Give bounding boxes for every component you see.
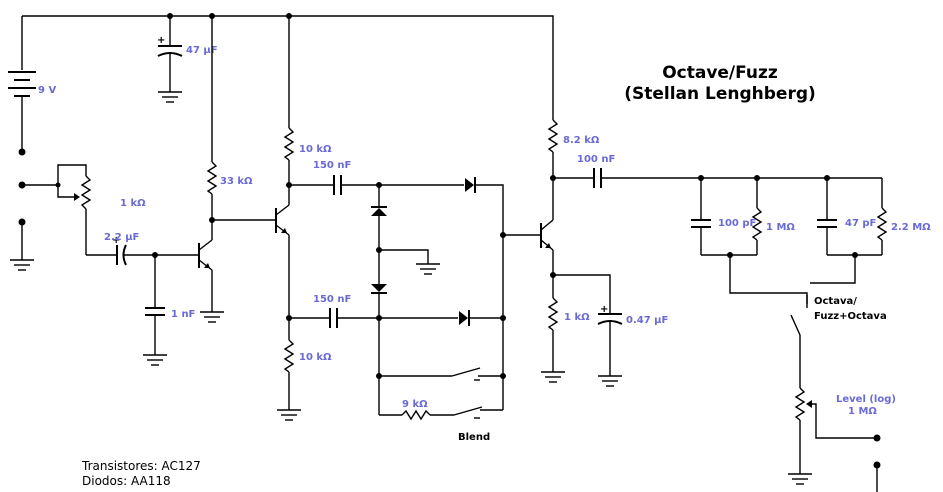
transistor-q2: [212, 185, 290, 318]
filter-1: 100 pF 1 MΩ: [691, 178, 795, 258]
resistor-1m-label: 1 MΩ: [766, 222, 795, 233]
resistor-33k: 33 kΩ: [206, 16, 253, 223]
cap-2-2uf-label: 2.2 µF: [104, 232, 139, 243]
resistor-8-2k-label: 8.2 kΩ: [563, 135, 600, 146]
schematic-author: (Stellan Lenghberg): [624, 84, 816, 104]
resistor-33k-label: 33 kΩ: [220, 176, 253, 187]
svg-text:+: +: [157, 35, 165, 46]
diode-upper: [465, 177, 504, 410]
cap-2-2uf: + 2.2 µF: [104, 232, 158, 266]
resistor-10k-top-label: 10 kΩ: [299, 144, 332, 155]
resistor-10k-bottom-label: 10 kΩ: [299, 352, 332, 363]
cap-150nf-lower: 150 nF: [289, 294, 458, 328]
emitter-network: 1 kΩ + 0.47 µF: [541, 272, 668, 387]
transistor-note: Transistores: AC127: [81, 459, 201, 473]
diode-note: Diodos: AA118: [82, 474, 171, 488]
cap-47uf-label: 47 µF: [186, 45, 218, 56]
cap-100nf-label: 100 nF: [577, 154, 615, 165]
cap-100nf: 100 nF: [553, 154, 882, 188]
resistor-10k-bottom: 10 kΩ: [277, 315, 332, 421]
schematic-title: Octave/Fuzz: [662, 63, 778, 83]
top-rail: [21, 13, 554, 120]
cap-47uf: + 47 µF: [157, 16, 218, 103]
cap-1nf-label: 1 nF: [171, 309, 195, 320]
diode-pair-vertical: [371, 185, 440, 318]
cap-047uf-label: 0.47 µF: [626, 315, 668, 326]
battery-label: 9 V: [38, 85, 56, 96]
svg-text:+: +: [600, 304, 608, 315]
cap-100pf-label: 100 pF: [718, 218, 756, 229]
filter-2: 47 pF 2.2 MΩ: [817, 178, 931, 258]
cap-150nf-upper-label: 150 nF: [313, 160, 351, 171]
input-section: 1 kΩ: [10, 164, 146, 271]
cap-47pf-label: 47 pF: [845, 218, 876, 229]
mode-switch: Octava/ Fuzz+Octava: [729, 255, 887, 388]
mode-switch-label-b: Fuzz+Octava: [814, 311, 887, 322]
pot-input-label: 1 kΩ: [120, 198, 146, 209]
cap-150nf-lower-label: 150 nF: [313, 294, 351, 305]
diode-lower: [459, 310, 506, 326]
level-label-line2: 1 MΩ: [848, 406, 877, 417]
cap-1nf: 1 nF: [143, 255, 195, 366]
mode-switch-label-a: Octava/: [814, 296, 857, 307]
level-label-line1: Level (log): [836, 394, 896, 405]
resistor-8-2k: 8.2 kΩ: [547, 119, 600, 181]
resistor-10k-top: 10 kΩ: [283, 16, 332, 188]
blend-switch-section: 9 kΩ Blend: [376, 318, 506, 443]
level-pot: Level (log) 1 MΩ: [788, 387, 896, 492]
battery-9v: 9 V: [8, 71, 56, 156]
cap-150nf-upper: 150 nF: [289, 160, 464, 195]
transistor-q1: [155, 220, 224, 323]
svg-text:+: +: [112, 235, 120, 246]
blend-switch-label: Blend: [458, 432, 490, 443]
resistor-1k-emitter-label: 1 kΩ: [564, 312, 590, 323]
transistor-q3: [500, 178, 554, 275]
resistor-2-2m-label: 2.2 MΩ: [891, 222, 931, 233]
resistor-9k-label: 9 kΩ: [402, 399, 428, 410]
output-terminal: [873, 434, 881, 442]
